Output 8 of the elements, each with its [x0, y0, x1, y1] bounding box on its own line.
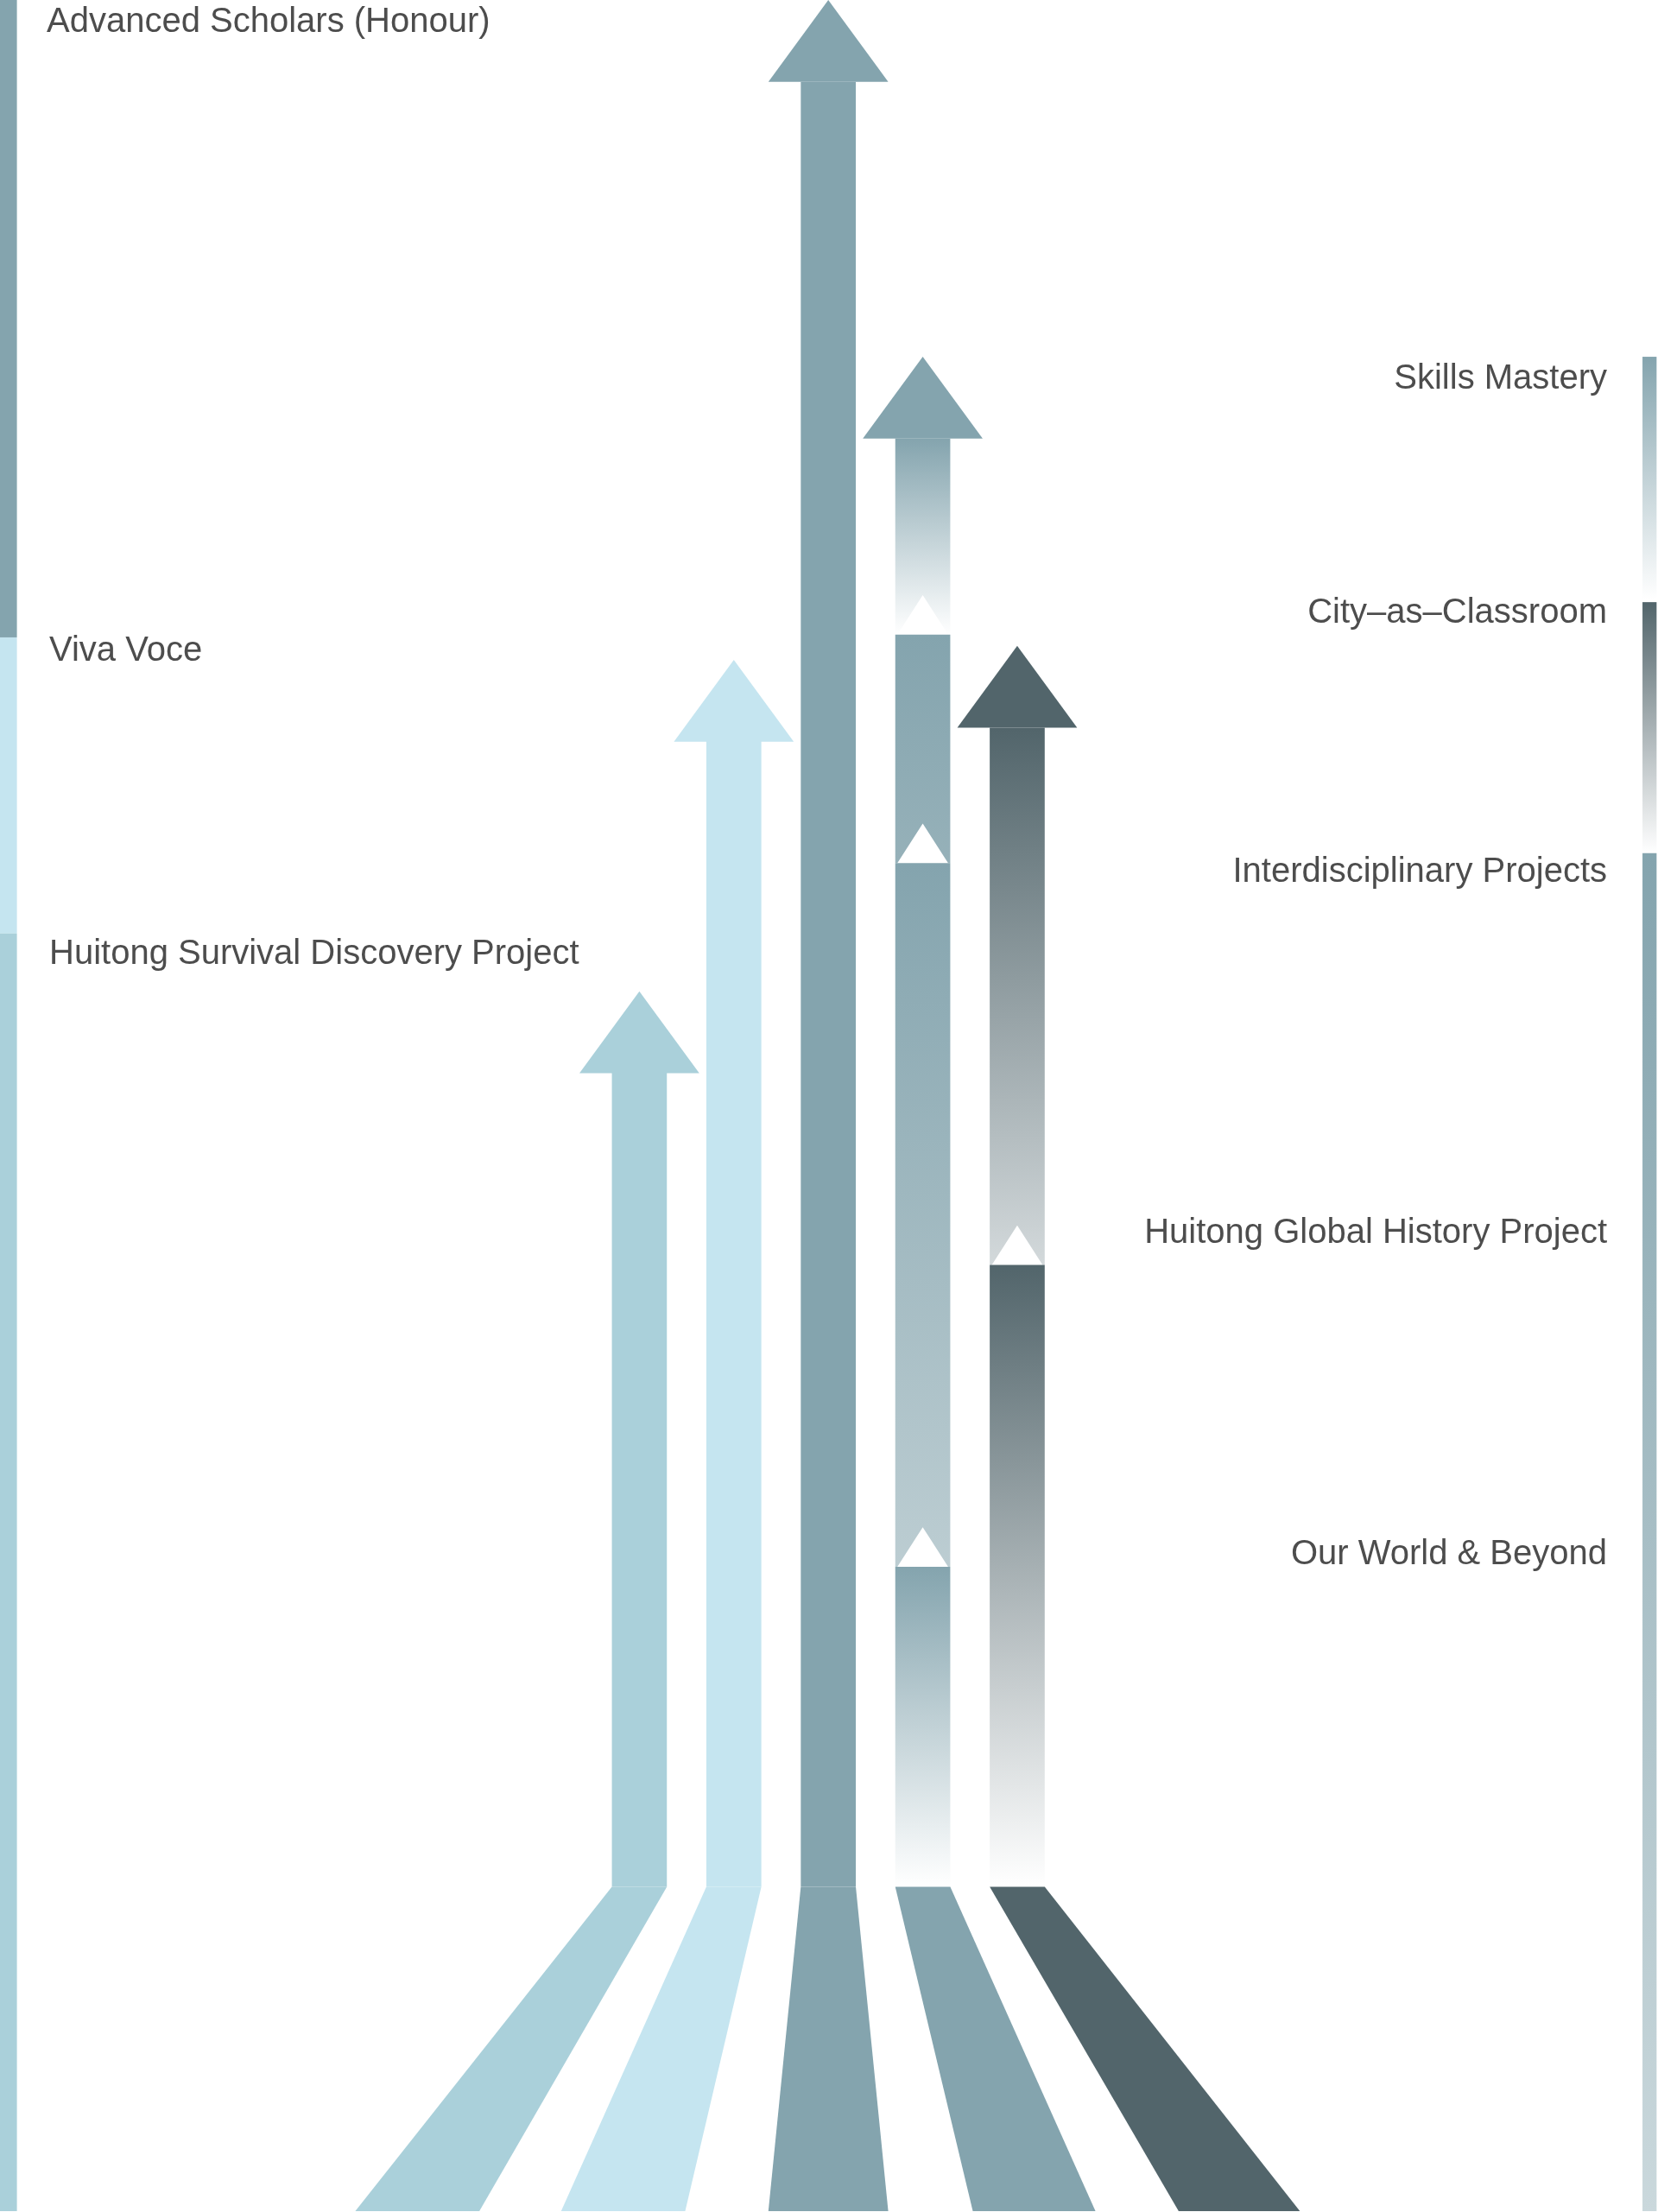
stage-label: Huitong Survival Discovery Project: [49, 933, 579, 971]
stage-label: Skills Mastery: [1394, 358, 1607, 396]
stage-label: Huitong Global History Project: [1144, 1212, 1607, 1250]
stage-label: City–as–Classroom: [1307, 592, 1607, 630]
stage-label: Advanced Scholars (Honour): [47, 1, 490, 39]
stage-label: Viva Voce: [49, 630, 203, 668]
stage-label: Interdisciplinary Projects: [1232, 851, 1607, 889]
stage-label: Our World & Beyond: [1290, 1533, 1607, 1571]
